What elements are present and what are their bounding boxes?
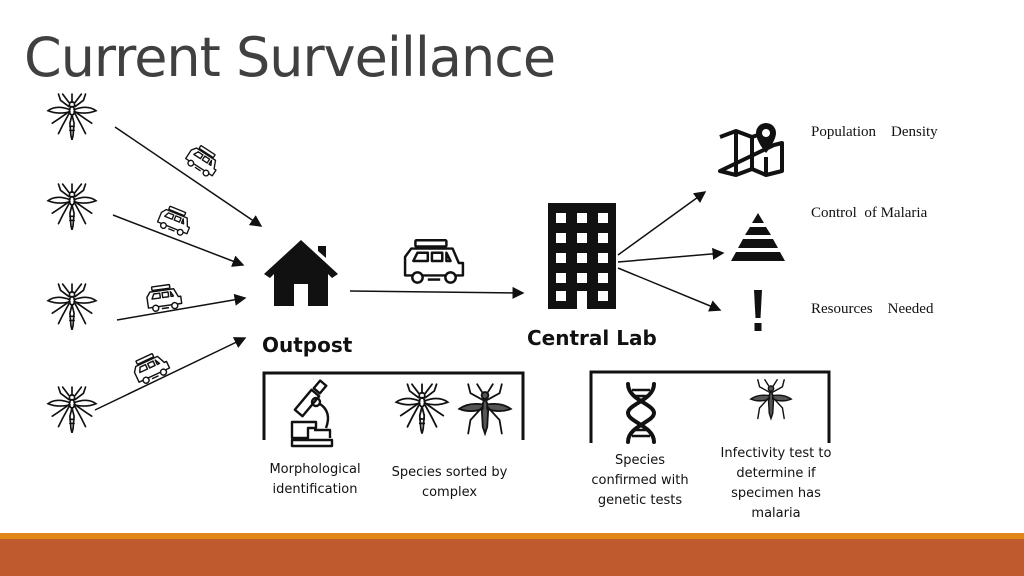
building-icon — [548, 203, 616, 309]
vehicle-icon — [144, 282, 184, 315]
caption-species-confirmed: Species confirmed with genetic tests — [580, 451, 700, 511]
arrow-mosquito-2-to-outpost — [112, 214, 245, 267]
caption-line: malaria — [751, 506, 801, 521]
arrow-outpost-to-lab — [349, 286, 525, 299]
map-pin-icon — [718, 123, 784, 177]
slide-title: Current Surveillance — [24, 26, 556, 89]
caption-line: complex — [421, 485, 478, 500]
mosquito-filled-icon — [456, 382, 514, 438]
arrow-mosquito-1-to-outpost — [114, 126, 263, 227]
caption-line: Morphological — [269, 462, 361, 477]
house-icon — [264, 240, 338, 306]
outpost-label: Outpost — [262, 333, 353, 357]
output-label-control-of-malaria: Control of Malaria — [811, 205, 928, 221]
exclamation-icon — [754, 290, 762, 331]
pyramid-icon — [731, 213, 785, 261]
arrow-mosquito-4-to-outpost — [94, 337, 247, 411]
mosquito-filled-icon — [738, 378, 804, 422]
arrow-lab-to-resources — [617, 267, 722, 312]
outpost-bracket — [262, 371, 525, 440]
footer-accent-stripe — [0, 533, 1024, 539]
caption-species-sorted: Species sorted by complex — [382, 463, 517, 503]
caption-infectivity-test: Infectivity test to determine if specime… — [708, 444, 844, 524]
mosquito-outline-icon — [394, 382, 450, 438]
arrow-lab-to-population — [617, 191, 707, 256]
output-label-resources-needed: Resources Needed — [811, 301, 934, 317]
caption-line: confirmed with — [591, 473, 689, 488]
arrow-mosquito-3-to-outpost — [116, 293, 247, 321]
caption-line: Species sorted by — [391, 465, 508, 480]
vehicle-icon — [403, 238, 465, 286]
caption-line: genetic tests — [597, 493, 683, 508]
caption-line: Infectivity test to — [720, 446, 832, 461]
lab-bracket — [589, 370, 831, 443]
footer-bar — [0, 539, 1024, 576]
microscope-icon — [290, 379, 334, 448]
caption-line: determine if — [736, 466, 816, 481]
caption-morphological-identification: Morphological identification — [255, 460, 375, 500]
caption-line: Species — [614, 453, 666, 468]
caption-line: identification — [272, 482, 358, 497]
output-label-population-density: Population Density — [811, 124, 938, 140]
dna-icon — [625, 382, 657, 444]
central-lab-label: Central Lab — [527, 326, 657, 350]
caption-line: specimen has — [731, 486, 821, 501]
arrow-lab-to-control — [617, 247, 725, 263]
